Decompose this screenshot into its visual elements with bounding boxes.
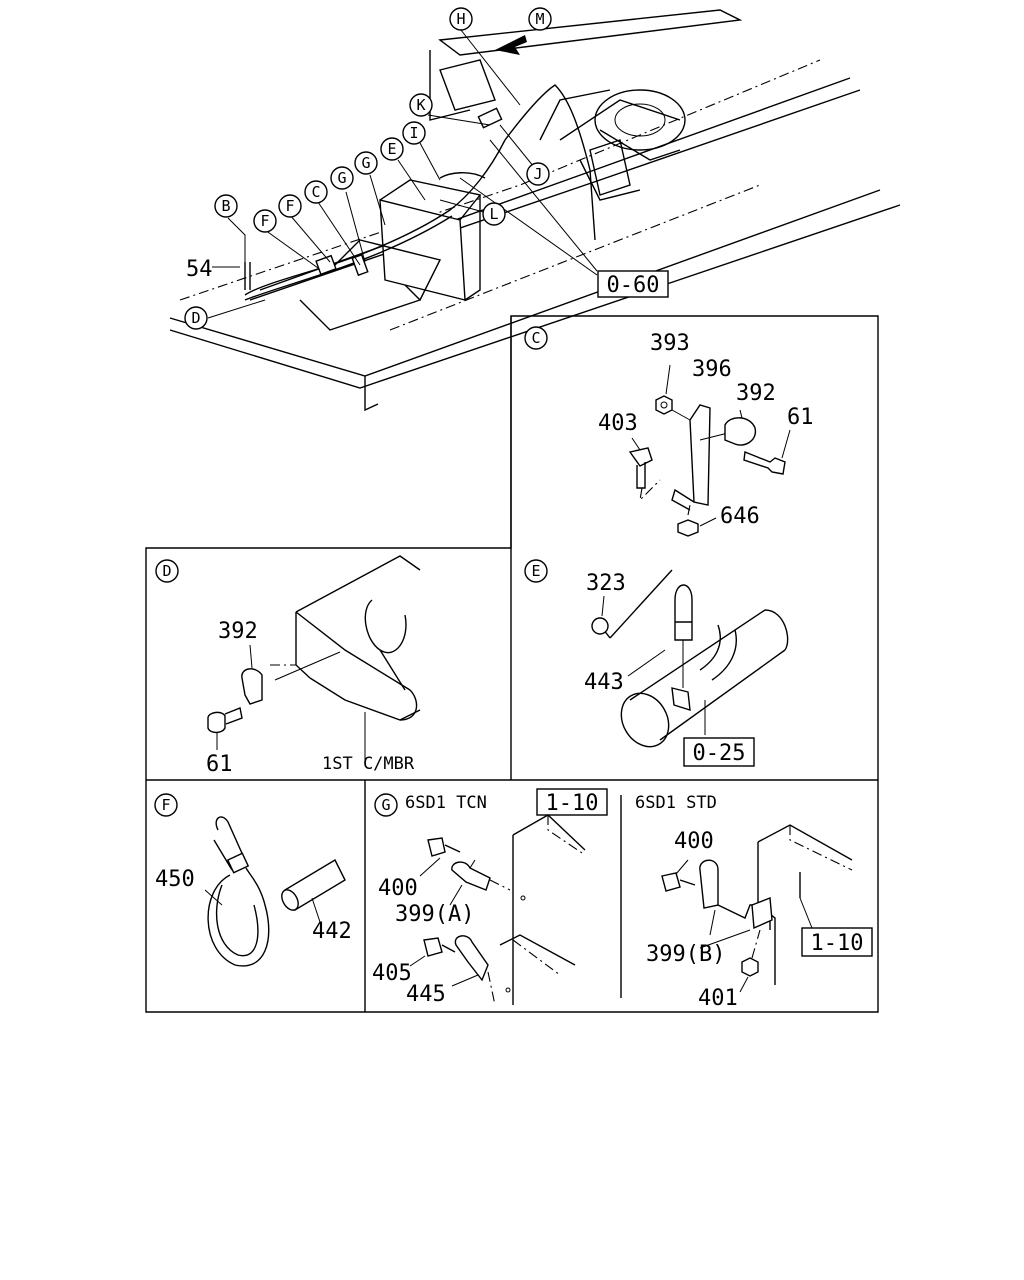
svg-text:B: B [221,197,230,215]
svg-text:445: 445 [406,982,446,1007]
panel-g: G 6SD1 TCN 1-10 400 399(A) 405 445 6S [372,788,873,1011]
callout-l: L [482,202,506,226]
callout-h: H [449,7,473,31]
svg-text:646: 646 [720,504,760,529]
svg-text:0-25: 0-25 [693,741,746,766]
svg-text:443: 443 [584,670,624,695]
svg-text:1-10: 1-10 [811,931,864,956]
callout-f: F [278,194,302,218]
svg-text:F: F [161,796,170,814]
svg-text:399(A): 399(A) [395,902,474,927]
panel-e-letter: E [524,559,548,583]
callout-e: E [380,137,404,161]
callout-m: M [528,7,552,31]
svg-text:I: I [409,124,418,142]
part-54-label: 54 [186,257,213,282]
svg-text:400: 400 [378,876,418,901]
svg-text:392: 392 [736,381,776,406]
callout-d: D [184,306,208,330]
svg-text:L: L [489,205,498,223]
callout-g: G [354,151,378,175]
panel-d: D 392 61 1ST C/MBR [155,555,421,777]
panel-f-letter: F [154,793,178,817]
svg-text:6SD1 STD: 6SD1 STD [635,793,717,813]
svg-text:G: G [337,169,346,187]
svg-text:399(B): 399(B) [646,942,725,967]
svg-text:450: 450 [155,867,195,892]
svg-text:G: G [381,796,390,814]
panel-c: C 393 396 392 61 403 646 [524,326,814,537]
direction-arrow [495,35,527,55]
svg-text:D: D [191,309,200,327]
detail-panel-borders [145,315,879,1013]
callout-i: I [402,121,426,145]
callout-f-2: F [253,209,277,233]
svg-text:61: 61 [206,752,233,777]
svg-text:J: J [533,165,542,183]
svg-text:400: 400 [674,829,714,854]
svg-text:C: C [531,329,540,347]
svg-text:1ST C/MBR: 1ST C/MBR [322,754,415,774]
panel-d-letter: D [155,559,179,583]
svg-text:403: 403 [598,411,638,436]
ref-box-0-25: 0-25 [683,737,755,767]
callout-b: B [214,194,238,218]
svg-text:K: K [416,96,425,114]
panel-e: E 323 443 0-25 [524,559,789,767]
panel-c-letter: C [524,326,548,350]
svg-text:F: F [285,197,294,215]
svg-text:393: 393 [650,331,690,356]
svg-text:6SD1 TCN: 6SD1 TCN [405,793,487,813]
svg-text:D: D [162,562,171,580]
chassis-illustration [169,9,901,412]
panel-g-letter: G [374,793,398,817]
ref-box-1-10-std: 1-10 [801,927,873,957]
svg-text:442: 442 [312,919,352,944]
svg-text:E: E [531,562,540,580]
svg-text:61: 61 [787,405,814,430]
svg-text:C: C [311,183,320,201]
svg-text:E: E [387,140,396,158]
svg-text:392: 392 [218,619,258,644]
svg-text:323: 323 [586,571,626,596]
svg-text:H: H [456,10,465,28]
svg-text:F: F [260,212,269,230]
svg-text:396: 396 [692,357,732,382]
svg-text:G: G [361,154,370,172]
callout-k: K [409,93,433,117]
svg-text:1-10: 1-10 [546,791,599,816]
ref-box-1-10-tcn: 1-10 [536,788,608,816]
svg-text:405: 405 [372,961,412,986]
panel-f: F 450 442 [154,793,352,967]
callout-c: C [304,180,328,204]
callout-j: J [526,162,550,186]
ref-box-0-60: 0-60 [597,270,669,298]
svg-text:401: 401 [698,986,738,1011]
svg-text:M: M [535,10,544,28]
callout-g-2: G [330,166,354,190]
svg-text:0-60: 0-60 [607,273,660,298]
